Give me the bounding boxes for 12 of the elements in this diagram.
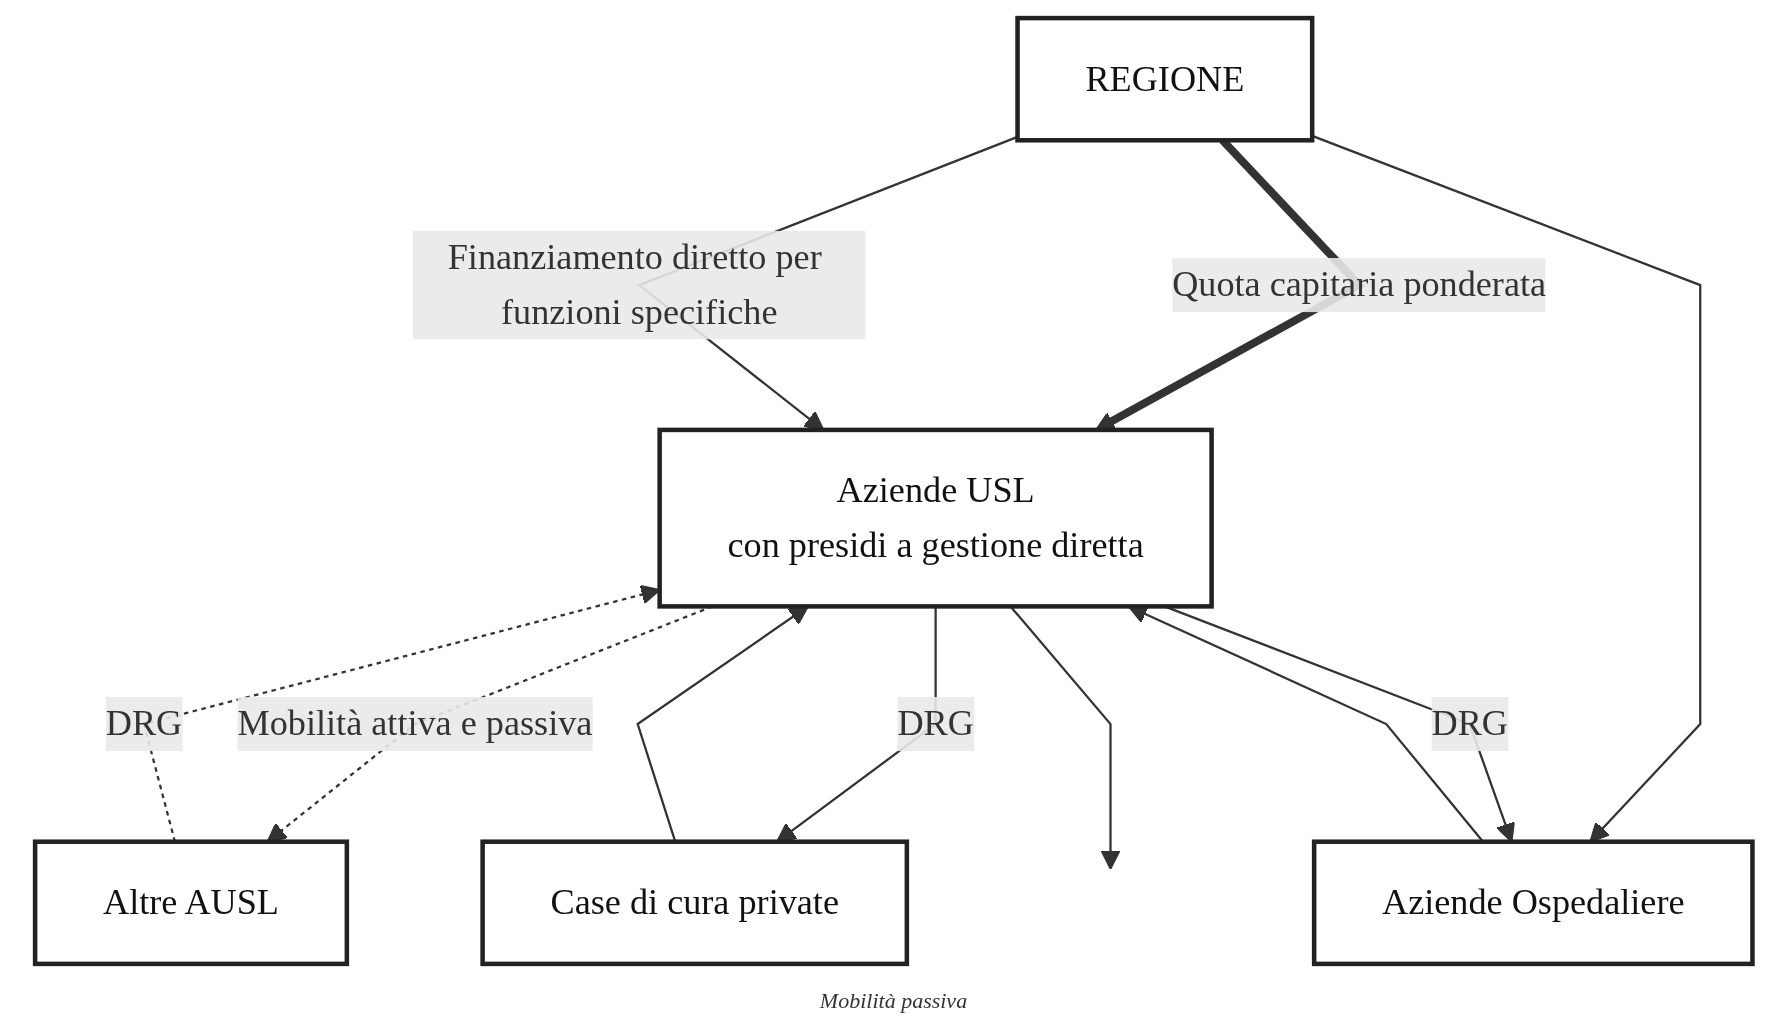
- edge-label: DRG: [105, 703, 182, 743]
- edge-label: DRG: [897, 703, 974, 743]
- node-box: Aziende Ospedaliere: [1311, 839, 1755, 967]
- node-box: Altre AUSL: [32, 839, 349, 967]
- edge-label: Mobilità attiva e passiva: [237, 703, 593, 743]
- edge-label: Finanziamento diretto per funzioni specifiche: [447, 237, 822, 331]
- node-box: Aziende USL con presidi a gestione diretta: [657, 427, 1214, 609]
- edge-label: Quota capitaria ponderata: [1171, 264, 1546, 304]
- node-box: Case di cura private: [480, 839, 909, 967]
- edge-label: DRG: [1431, 703, 1508, 743]
- annotation-text: Mobilità passiva: [819, 988, 968, 1013]
- node-box: REGIONE: [1015, 15, 1315, 143]
